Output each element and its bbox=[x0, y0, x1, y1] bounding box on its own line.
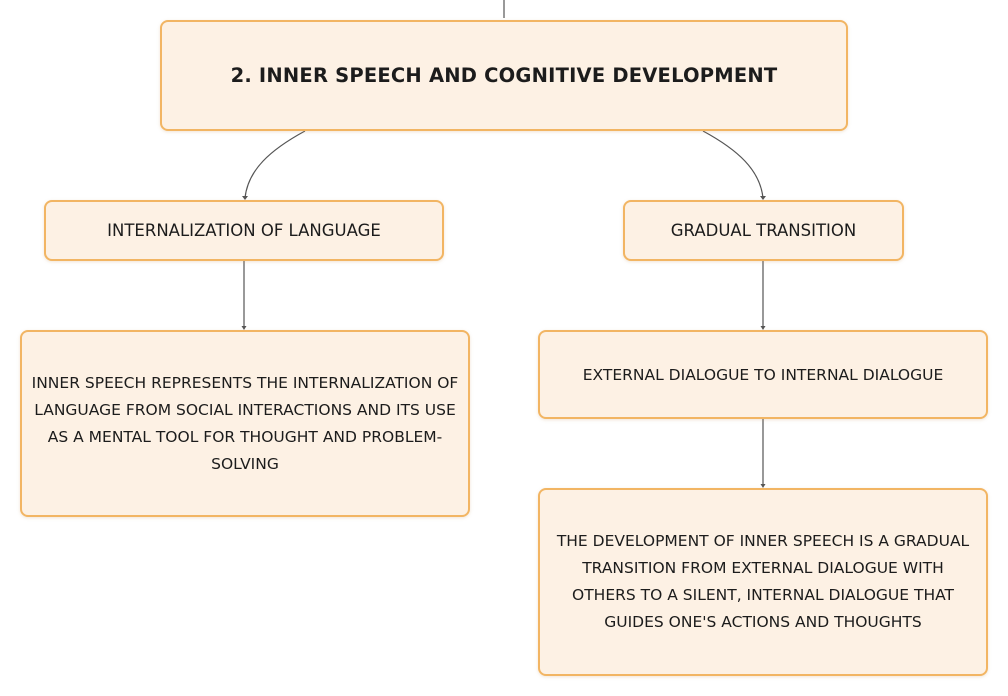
gradual-transition-label: GRADUAL TRANSITION bbox=[670, 221, 857, 240]
internalization-description-node[interactable]: INNER SPEECH REPRESENTS THE INTERNALIZAT… bbox=[20, 330, 470, 517]
gradual-transition-description-text: THE DEVELOPMENT OF INNER SPEECH IS A GRA… bbox=[556, 532, 970, 631]
external-to-internal-label: EXTERNAL DIALOGUE TO INTERNAL DIALOGUE bbox=[582, 365, 944, 384]
gradual-transition-description-node[interactable]: THE DEVELOPMENT OF INNER SPEECH IS A GRA… bbox=[538, 488, 988, 676]
internalization-description-text: INNER SPEECH REPRESENTS THE INTERNALIZAT… bbox=[31, 373, 459, 473]
main-topic-label: 2. INNER SPEECH AND COGNITIVE DEVELOPMEN… bbox=[230, 64, 778, 87]
connector-main-to-internalization bbox=[244, 130, 306, 199]
main-topic-node[interactable]: 2. INNER SPEECH AND COGNITIVE DEVELOPMEN… bbox=[160, 20, 848, 131]
external-to-internal-node[interactable]: EXTERNAL DIALOGUE TO INTERNAL DIALOGUE bbox=[538, 330, 988, 419]
internalization-node[interactable]: INTERNALIZATION OF LANGUAGE bbox=[44, 200, 444, 261]
internalization-label: INTERNALIZATION OF LANGUAGE bbox=[107, 221, 381, 240]
connector-main-to-gradual bbox=[702, 130, 764, 199]
gradual-transition-node[interactable]: GRADUAL TRANSITION bbox=[623, 200, 904, 261]
